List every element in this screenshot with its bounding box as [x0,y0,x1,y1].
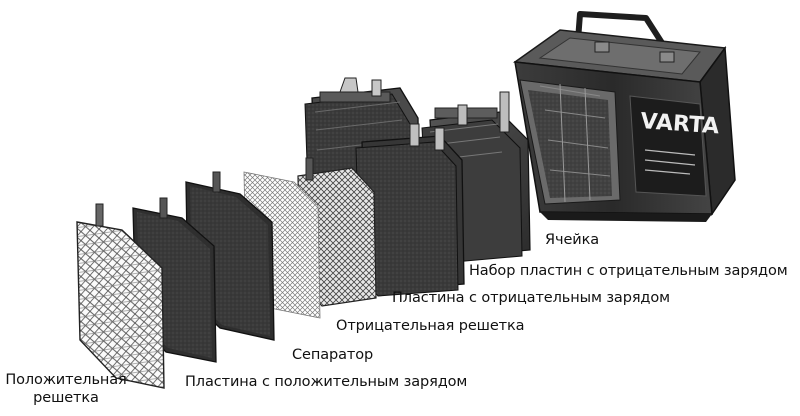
label-cell: Ячейка [545,232,599,249]
label-positive-grid: Положительная решетка [0,371,136,407]
label-positive-grid-line2: решетка [33,390,99,406]
label-separator: Сепаратор [292,347,373,364]
label-positive-grid-line1: Положительная [5,372,126,388]
label-negative-plate: Пластина с отрицательным зарядом [392,290,670,307]
label-positive-plate: Пластина с положительным зарядом [185,374,467,391]
battery-case: VARTA [515,14,735,222]
label-negative-plate-set: Набор пластин с отрицательным зарядом [469,263,788,280]
label-negative-grid: Отрицательная решетка [336,318,524,335]
